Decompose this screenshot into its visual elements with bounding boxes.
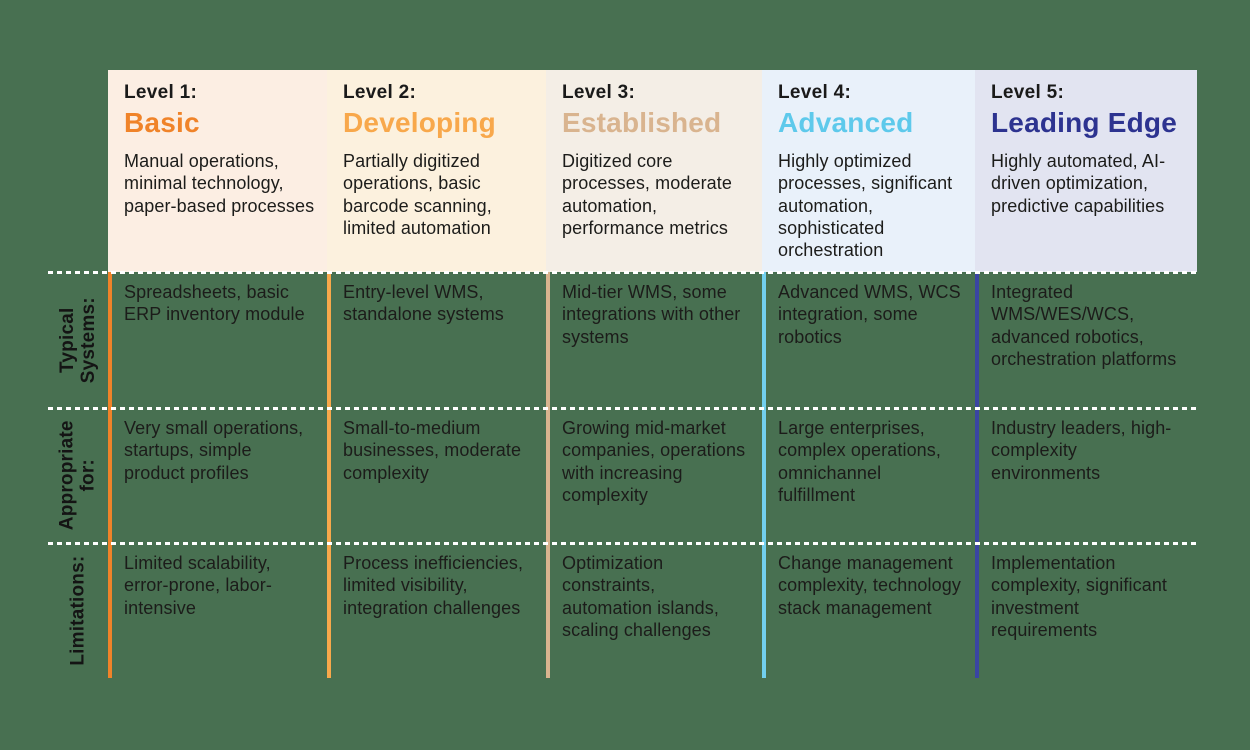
level-4-label: Level 4: (778, 82, 852, 103)
cell-limitations-level-1: Limited scalability, error-prone, labor-… (124, 553, 272, 618)
level-1-accent-line (108, 70, 112, 678)
level-2-label: Level 2: (343, 82, 417, 103)
cell-appropriate-for-level-5: Industry leaders, high-complexity enviro… (991, 418, 1172, 483)
level-4-accent-line (762, 70, 766, 678)
level-2-title: Developing (343, 107, 496, 138)
level-2-header: Level 2: Developing Partially digitized … (327, 70, 546, 272)
level-4-title: Advanced (778, 107, 914, 138)
level-2-accent-line (327, 70, 331, 678)
level-2-description: Partially digitized operations, basic ba… (343, 151, 492, 238)
row-separator-2 (48, 407, 1197, 410)
cell-typical-systems-level-5: Integrated WMS/WES/WCS, advanced robotic… (991, 282, 1177, 369)
cell-limitations-level-4: Change management complexity, technology… (778, 553, 961, 618)
cell-typical-systems-level-1: Spreadsheets, basic ERP inventory module (124, 282, 305, 325)
cell-limitations-level-3: Optimization constraints, automation isl… (562, 553, 719, 640)
level-5-header: Level 5: Leading Edge Highly automated, … (975, 70, 1197, 272)
table-grid: Level 1: Basic Manual operations, minima… (48, 70, 1197, 678)
level-4-description: Highly optimized processes, significant … (778, 151, 953, 261)
level-5-title: Leading Edge (991, 107, 1177, 138)
maturity-table: Level 1: Basic Manual operations, minima… (48, 70, 1197, 678)
row-label-typical-systems: Typical Systems: (48, 272, 108, 408)
row-separator-1 (48, 271, 1197, 274)
level-3-description: Digitized core processes, moderate autom… (562, 151, 732, 238)
level-1-header: Level 1: Basic Manual operations, minima… (108, 70, 327, 272)
cell-limitations-level-2: Process inefficiencies, limited visibili… (343, 553, 524, 618)
level-1-title: Basic (124, 107, 200, 138)
cell-typical-systems-level-3: Mid-tier WMS, some integrations with oth… (562, 282, 741, 347)
row-label-typical-systems-text: Typical Systems: (56, 296, 100, 384)
header-spacer (48, 70, 108, 272)
cell-typical-systems-level-4: Advanced WMS, WCS integration, some robo… (778, 282, 961, 347)
level-5-label: Level 5: (991, 82, 1065, 103)
cell-appropriate-for-level-4: Large enterprises, complex operations, o… (778, 418, 941, 505)
row-label-appropriate-for-text: Appropriate for: (56, 420, 99, 531)
cell-typical-systems-level-2: Entry-level WMS, standalone systems (343, 282, 504, 325)
cell-appropriate-for-level-2: Small-to-medium businesses, moderate com… (343, 418, 522, 483)
row-label-limitations: Limitations: (48, 543, 108, 678)
cell-appropriate-for-level-3: Growing mid-market companies, operations… (562, 418, 746, 505)
level-5-description: Highly automated, AI-driven optimization… (991, 151, 1166, 216)
row-label-limitations-text: Limitations: (67, 555, 89, 666)
level-3-accent-line (546, 70, 550, 678)
level-3-title: Established (562, 107, 722, 138)
row-label-appropriate-for: Appropriate for: (48, 408, 108, 543)
row-separator-3 (48, 542, 1197, 545)
level-4-header: Level 4: Advanced Highly optimized proce… (762, 70, 975, 272)
level-1-label: Level 1: (124, 82, 198, 103)
level-3-header: Level 3: Established Digitized core proc… (546, 70, 762, 272)
level-1-description: Manual operations, minimal technology, p… (124, 151, 315, 216)
level-5-accent-line (975, 70, 979, 678)
cell-limitations-level-5: Implementation complexity, significant i… (991, 553, 1168, 640)
level-3-label: Level 3: (562, 82, 636, 103)
cell-appropriate-for-level-1: Very small operations, startups, simple … (124, 418, 304, 483)
